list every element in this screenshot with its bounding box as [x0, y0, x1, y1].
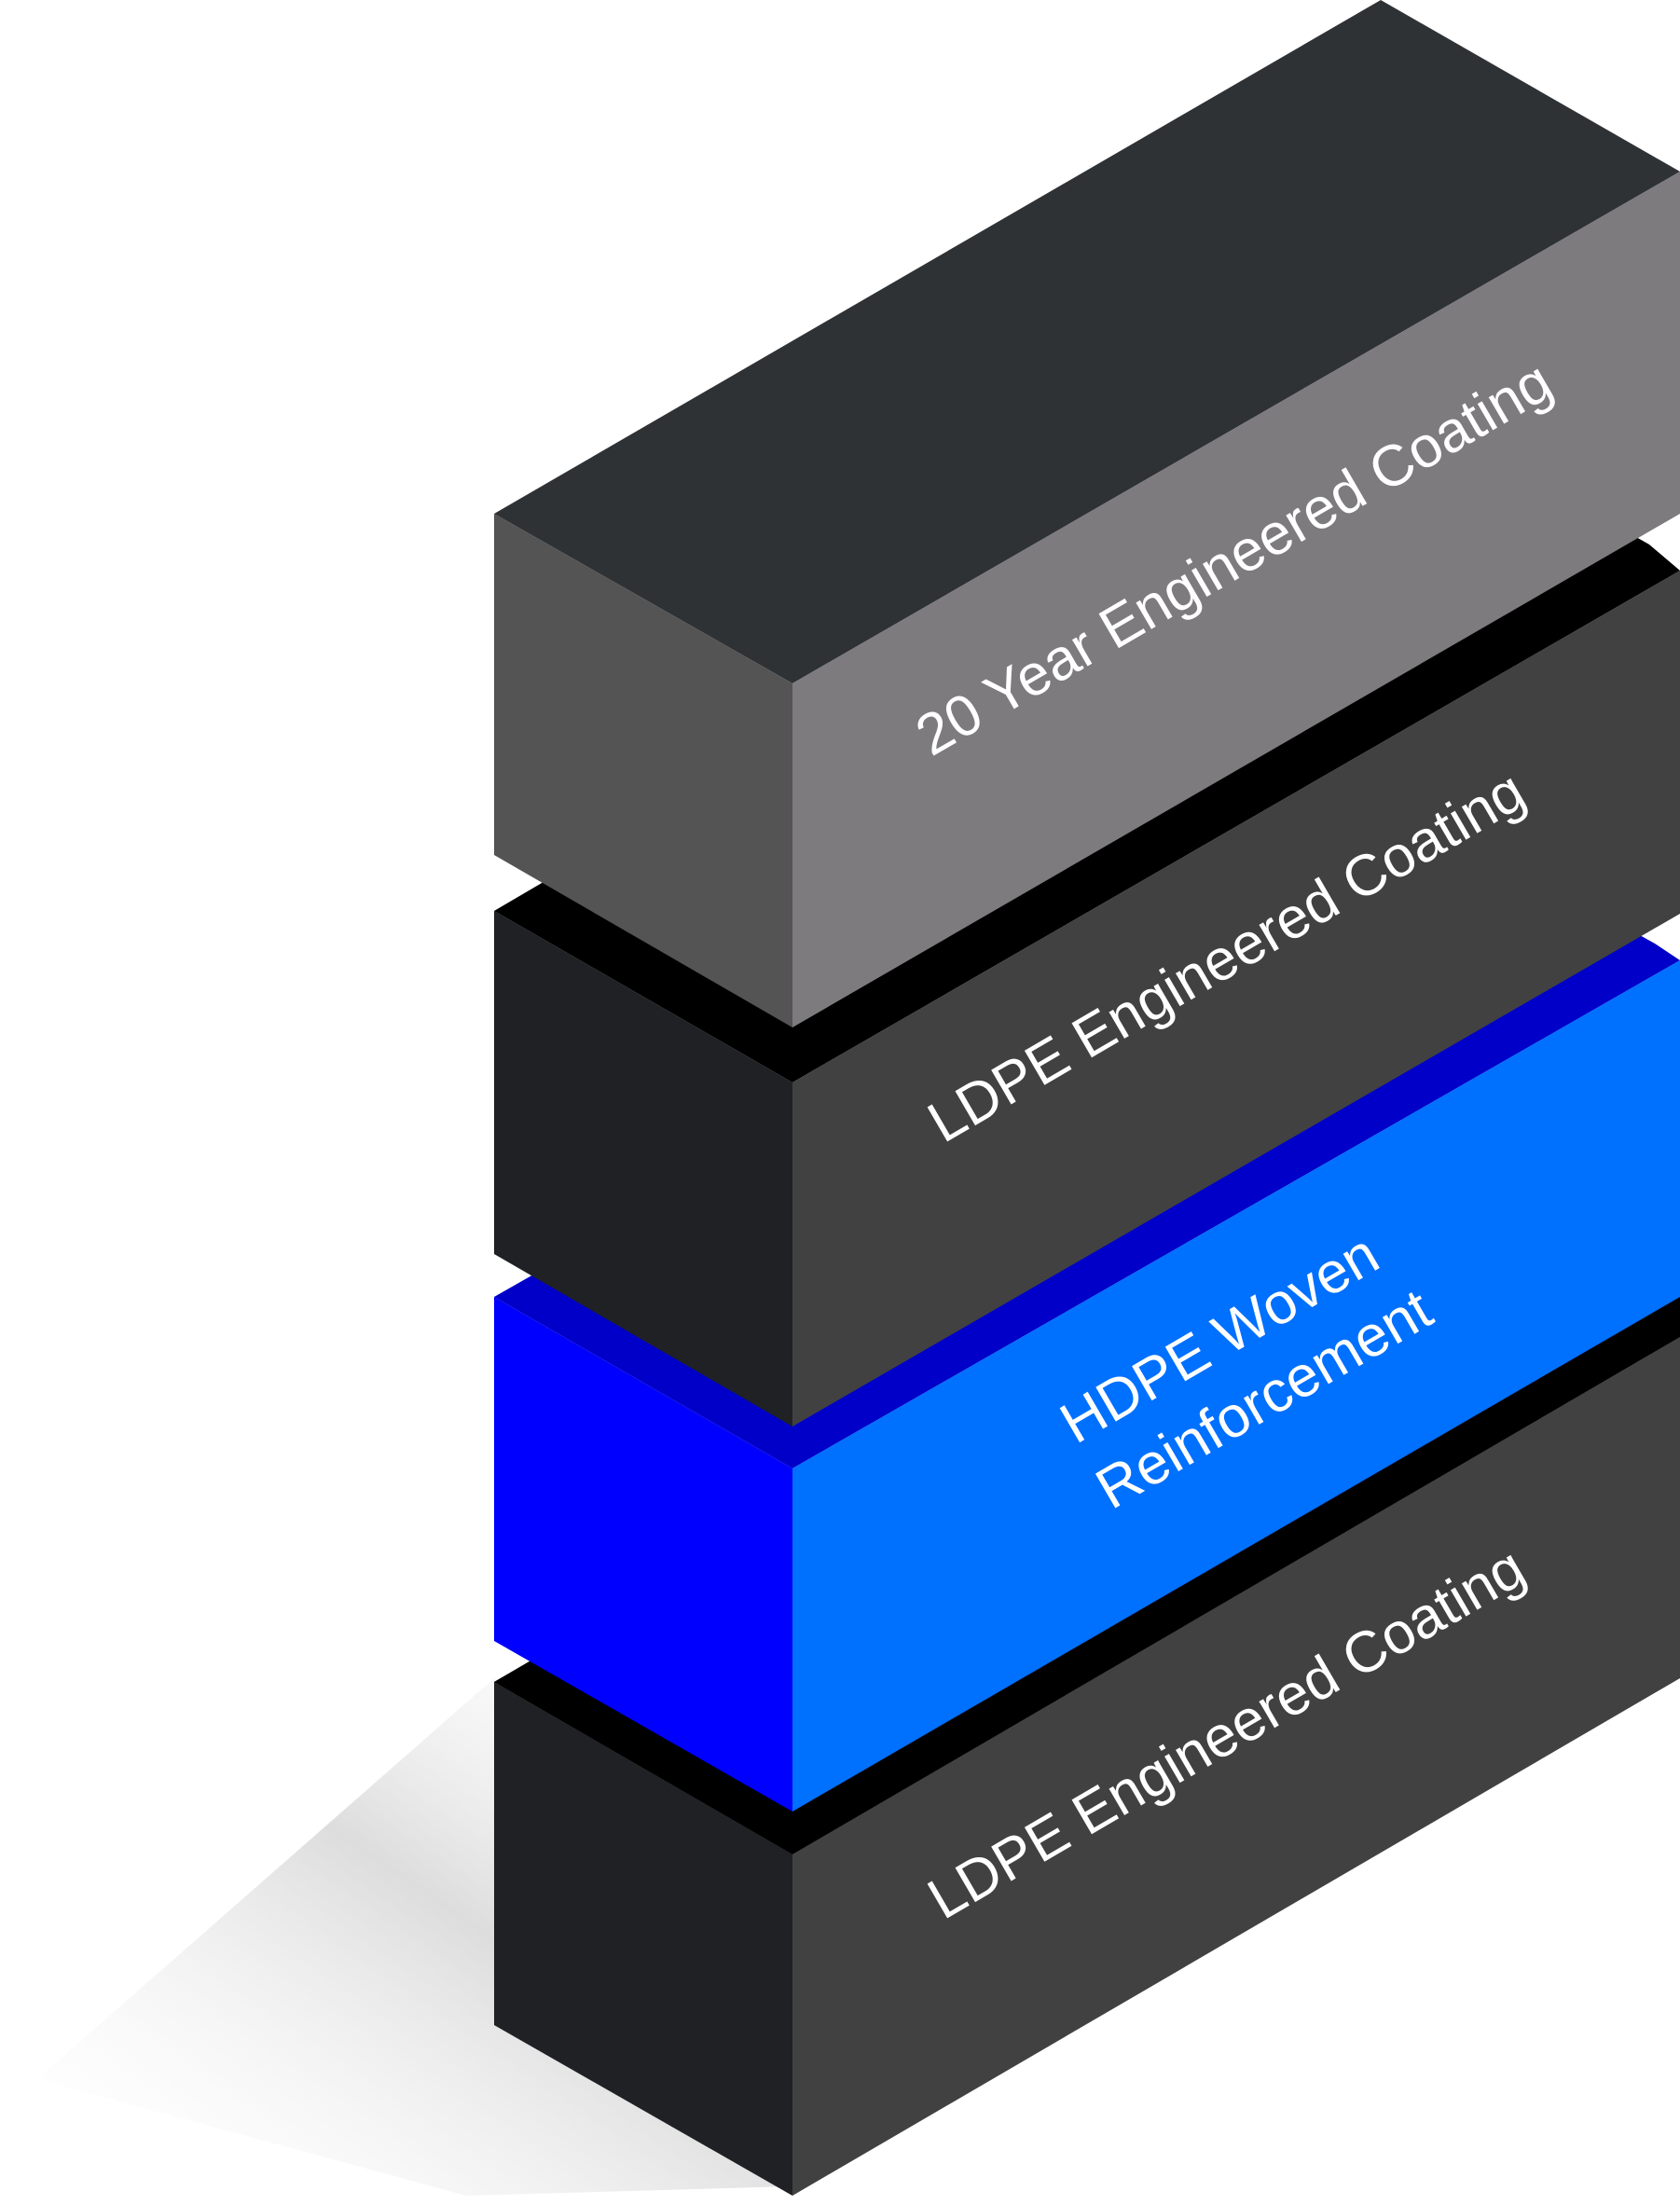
layer-front-face — [792, 172, 1680, 1027]
layer-front-face — [792, 960, 1680, 1812]
layer-left-face — [494, 1682, 792, 2196]
layer-top-face — [494, 0, 1680, 683]
layer-left-face — [494, 514, 792, 1027]
layer-left-face — [494, 911, 792, 1426]
layer-left-face — [494, 1297, 792, 1812]
layer-front-face — [792, 571, 1680, 1426]
layer-front-face — [792, 1337, 1680, 2196]
